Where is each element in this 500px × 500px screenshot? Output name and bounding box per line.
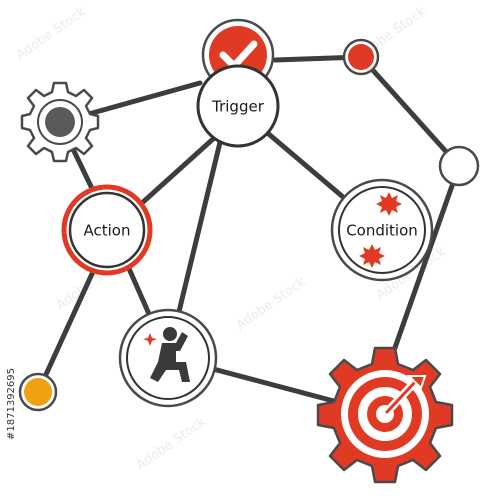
stock-id: #1871392695 bbox=[6, 368, 17, 440]
person-node bbox=[118, 308, 218, 408]
action-node: Action bbox=[61, 184, 153, 276]
trigger-label: Trigger bbox=[211, 98, 265, 116]
person-sitting-icon bbox=[143, 327, 190, 382]
action-label: Action bbox=[84, 222, 131, 240]
watermark-text: Adobe Stock bbox=[234, 274, 310, 333]
watermark-text: Adobe Stock bbox=[134, 414, 210, 473]
connector-line bbox=[358, 54, 462, 169]
trigger-node: Trigger bbox=[196, 64, 280, 148]
gear-icon bbox=[20, 81, 100, 163]
orange-dot bbox=[18, 372, 58, 412]
splat-icon bbox=[359, 192, 402, 268]
watermark-text: Adobe Stock bbox=[14, 4, 90, 63]
condition-label: Condition bbox=[346, 222, 418, 240]
connector-line bbox=[382, 163, 462, 379]
white-dot bbox=[438, 145, 480, 187]
condition-node: Condition bbox=[330, 178, 434, 282]
target-gear-icon bbox=[316, 346, 454, 484]
red-dot bbox=[342, 38, 380, 76]
